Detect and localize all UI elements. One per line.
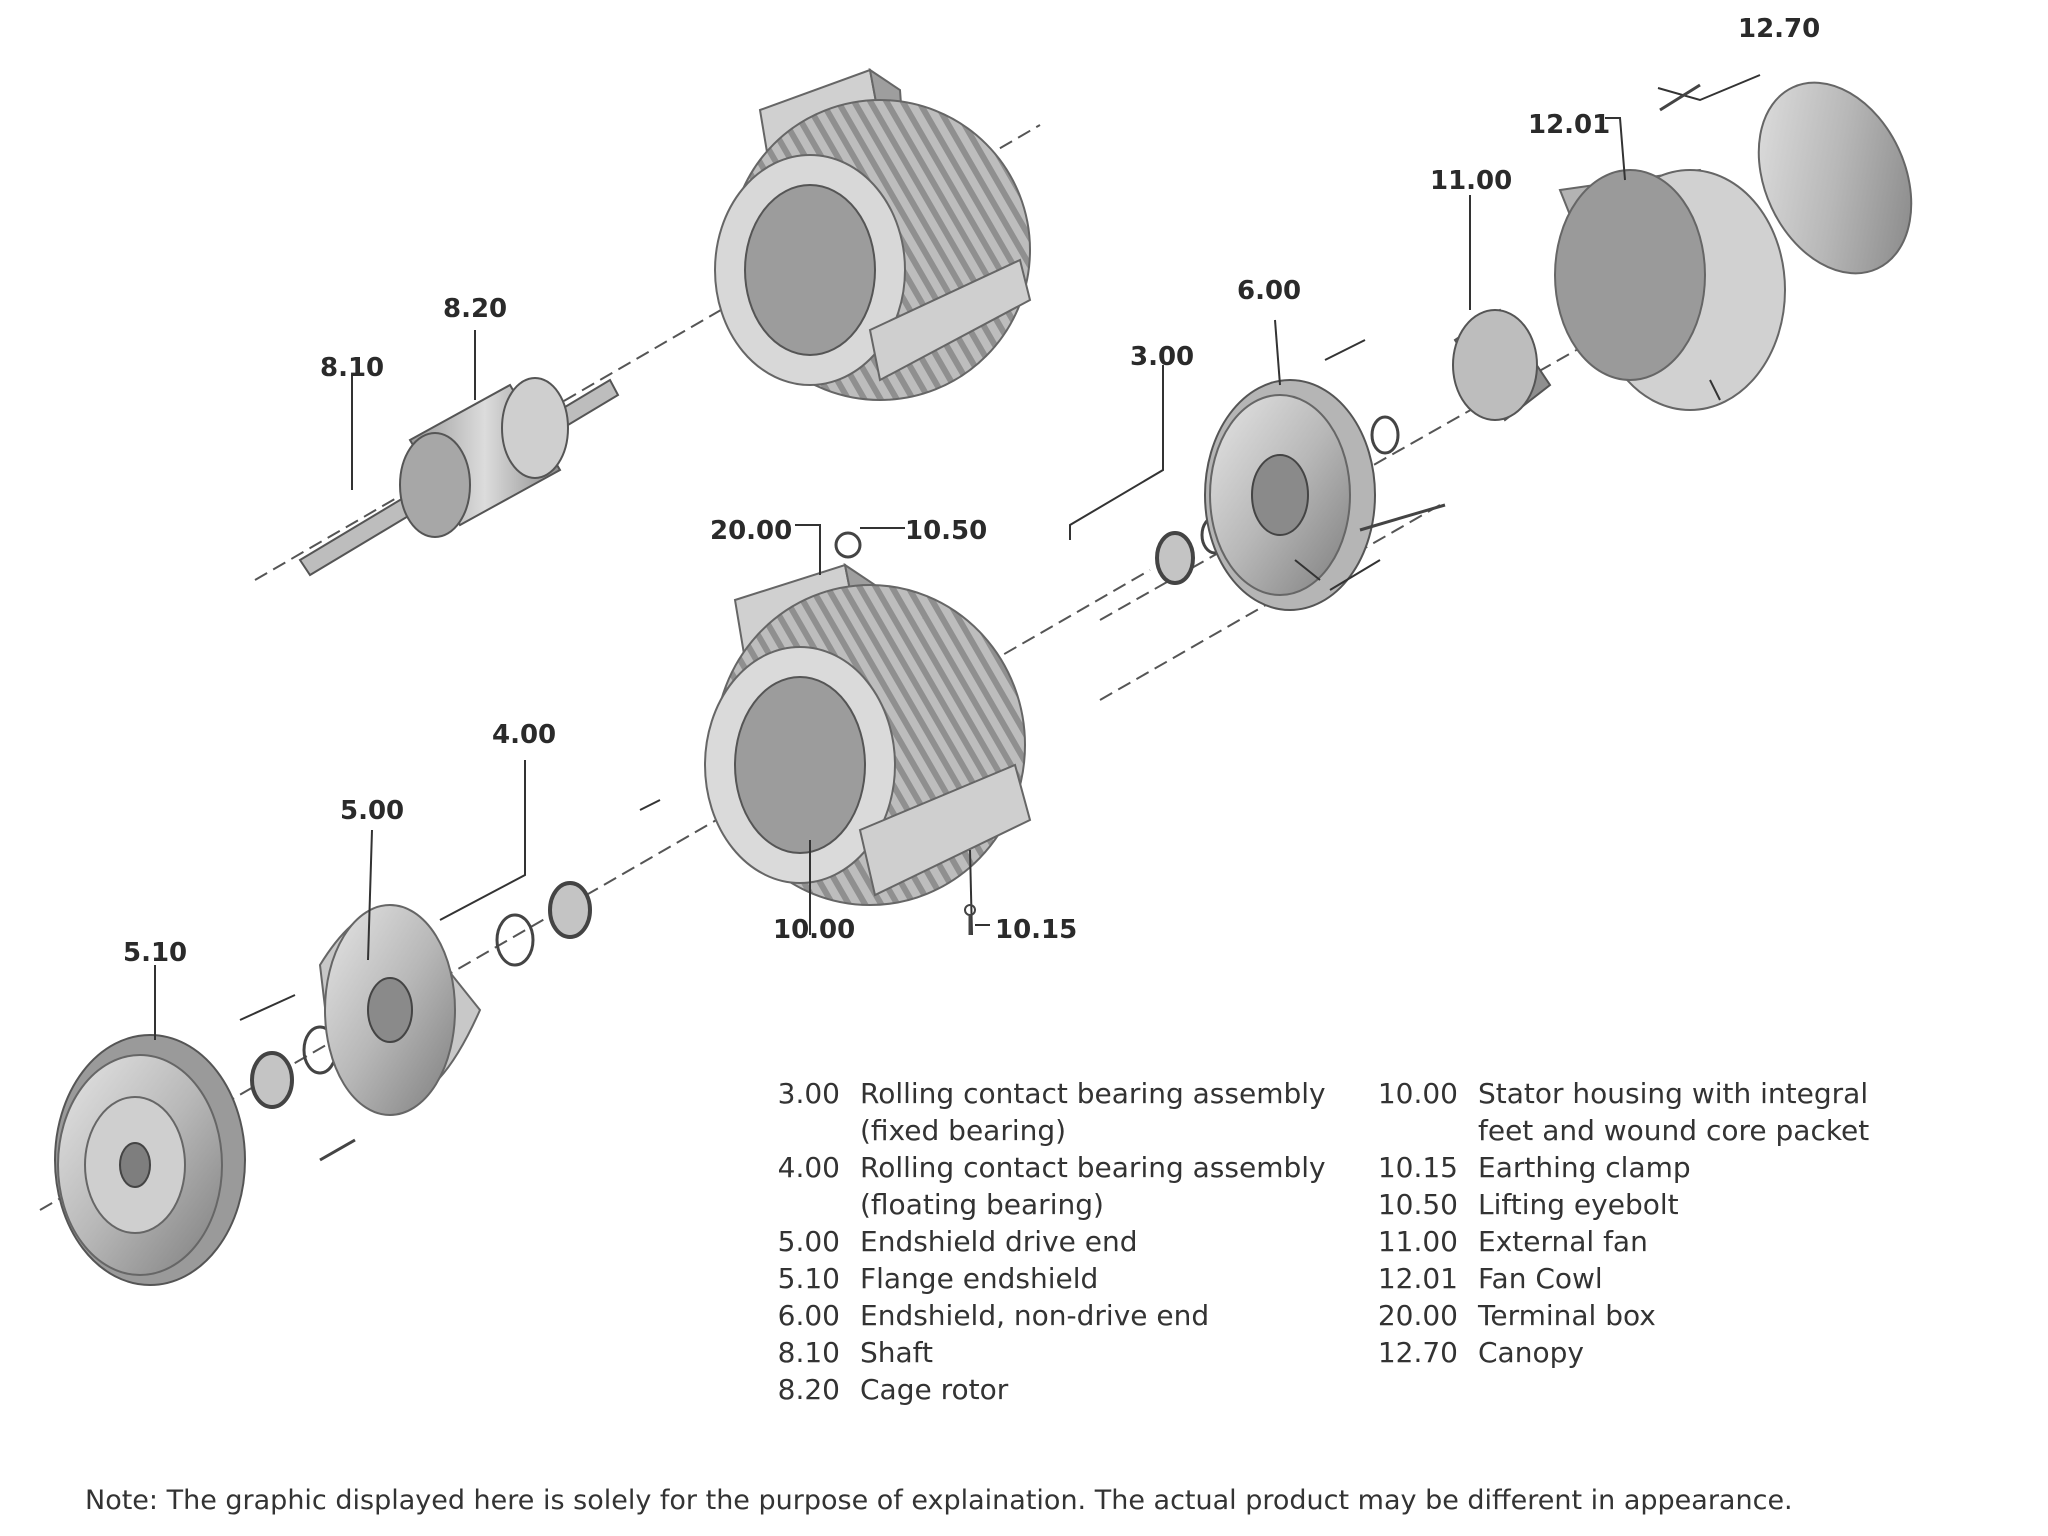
flange-endshield <box>54 1034 246 1286</box>
legend-desc-line: Flange endshield <box>860 1262 1099 1295</box>
legend-part-description: Flange endshield <box>860 1260 1098 1297</box>
legend-row: 11.00 External fan <box>1355 1223 1915 1260</box>
callout-10-50: 10.50 <box>905 516 988 546</box>
legend-row: 8.20 Cage rotor <box>760 1371 1360 1408</box>
callout-8-10: 8.10 <box>320 353 385 383</box>
drive-endshield <box>318 904 482 1116</box>
upper-stator-housing <box>714 67 1032 401</box>
callout-8-20: 8.20 <box>443 294 508 324</box>
legend-part-number: 4.00 <box>777 1151 840 1184</box>
legend-part-number: 12.70 <box>1377 1336 1458 1369</box>
legend-part-number: 20.00 <box>1377 1299 1458 1332</box>
callout-12-01: 12.01 <box>1528 110 1611 140</box>
legend-part-number: 10.50 <box>1377 1188 1458 1221</box>
callout-10-15: 10.15 <box>995 915 1078 945</box>
legend-desc-line: Earthing clamp <box>1478 1151 1691 1184</box>
legend-part-description: Terminal box <box>1478 1297 1656 1334</box>
legend-part-number: 11.00 <box>1377 1225 1458 1258</box>
legend-row: 12.01 Fan Cowl <box>1355 1260 1915 1297</box>
legend-row: 10.00 Stator housing with integral feet an… <box>1355 1075 1915 1149</box>
legend-part-description: Fan Cowl <box>1478 1260 1603 1297</box>
legend-desc-line-2: (fixed bearing) <box>860 1114 1067 1147</box>
legend-desc-line: Endshield, non-drive end <box>860 1299 1210 1332</box>
legend-desc-line: Stator housing with integral <box>1478 1077 1869 1110</box>
legend-part-description: Canopy <box>1478 1334 1584 1371</box>
legend-part-description: Earthing clamp <box>1478 1149 1691 1186</box>
legend-part-number: 10.00 <box>1377 1077 1458 1110</box>
legend-desc-line: Shaft <box>860 1336 934 1369</box>
legend-desc-line: Endshield drive end <box>860 1225 1138 1258</box>
rotor-and-shaft <box>298 377 620 577</box>
callout-12-70: 12.70 <box>1738 14 1821 44</box>
legend-row: 4.00 Rolling contact bearing assembly (flo… <box>760 1149 1360 1223</box>
legend-part-description: Cage rotor <box>860 1371 1008 1408</box>
legend-row: 10.50 Lifting eyebolt <box>1355 1186 1915 1223</box>
legend-desc-line: Lifting eyebolt <box>1478 1188 1679 1221</box>
legend-part-description: Endshield drive end <box>860 1223 1138 1260</box>
callout-6-00: 6.00 <box>1237 276 1302 306</box>
legend-desc-line: Cage rotor <box>860 1373 1009 1406</box>
legend-desc-line-2: (floating bearing) <box>860 1188 1104 1221</box>
callout-11-00: 11.00 <box>1430 166 1513 196</box>
legend-desc-line: Fan Cowl <box>1478 1262 1603 1295</box>
fan-cowl <box>1554 168 1786 411</box>
legend-part-number: 12.01 <box>1377 1262 1458 1295</box>
legend-part-description: Shaft <box>860 1334 933 1371</box>
callout-20-00: 20.00 <box>710 516 793 546</box>
non-drive-endshield <box>1204 379 1376 611</box>
non-drive-bearing-parts <box>1155 415 1400 585</box>
legend-row: 3.00 Rolling contact bearing assembly (fix… <box>760 1075 1360 1149</box>
legend-part-description: Rolling contact bearing assembly (floatin… <box>860 1149 1326 1223</box>
fixing-bolts <box>319 83 1701 1162</box>
legend-desc-line: Rolling contact bearing assembly <box>860 1151 1326 1184</box>
drive-end-bearing-parts <box>250 881 592 1109</box>
legend-part-number: 5.00 <box>777 1225 840 1258</box>
legend-row: 6.00 Endshield, non-drive end <box>760 1297 1360 1334</box>
legend-row: 12.70 Canopy <box>1355 1334 1915 1371</box>
earthing-clamp <box>964 904 976 935</box>
legend-part-number: 3.00 <box>777 1077 840 1110</box>
legend-row: 5.10 Flange endshield <box>760 1260 1360 1297</box>
legend-part-description: External fan <box>1478 1223 1648 1260</box>
canopy <box>1757 81 1913 275</box>
legend-desc-line: Canopy <box>1478 1336 1584 1369</box>
legend-row: 10.15 Earthing clamp <box>1355 1149 1915 1186</box>
callout-5-00: 5.00 <box>340 796 405 826</box>
legend-desc-line-2: feet and wound core packet <box>1478 1114 1870 1147</box>
legend-part-number: 8.20 <box>777 1373 840 1406</box>
legend-desc-line: Rolling contact bearing assembly <box>860 1077 1326 1110</box>
legend-right-column: 10.00 Stator housing with integral feet an… <box>1355 1075 1915 1371</box>
legend-part-description: Lifting eyebolt <box>1478 1186 1679 1223</box>
disclaimer-note: Note: The graphic displayed here is sole… <box>85 1485 1793 1516</box>
legend-part-number: 10.15 <box>1377 1151 1458 1184</box>
legend-row: 20.00 Terminal box <box>1355 1297 1915 1334</box>
legend-part-number: 5.10 <box>777 1262 840 1295</box>
callout-3-00: 3.00 <box>1130 342 1195 372</box>
callout-leader-lines <box>154 74 1761 1040</box>
legend-row: 5.00 Endshield drive end <box>760 1223 1360 1260</box>
legend-part-description: Rolling contact bearing assembly (fixed b… <box>860 1075 1326 1149</box>
legend-desc-line: Terminal box <box>1478 1299 1656 1332</box>
callout-5-10: 5.10 <box>123 938 188 968</box>
external-fan <box>1452 308 1552 422</box>
main-stator-housing <box>704 531 1032 906</box>
legend-part-number: 6.00 <box>777 1299 840 1332</box>
callout-10-00: 10.00 <box>773 915 856 945</box>
legend-part-description: Endshield, non-drive end <box>860 1297 1209 1334</box>
legend-part-number: 8.10 <box>777 1336 840 1369</box>
callout-4-00: 4.00 <box>492 720 557 750</box>
legend-part-description: Stator housing with integral feet and wou… <box>1478 1075 1869 1149</box>
legend-desc-line: External fan <box>1478 1225 1648 1258</box>
legend-row: 8.10 Shaft <box>760 1334 1360 1371</box>
